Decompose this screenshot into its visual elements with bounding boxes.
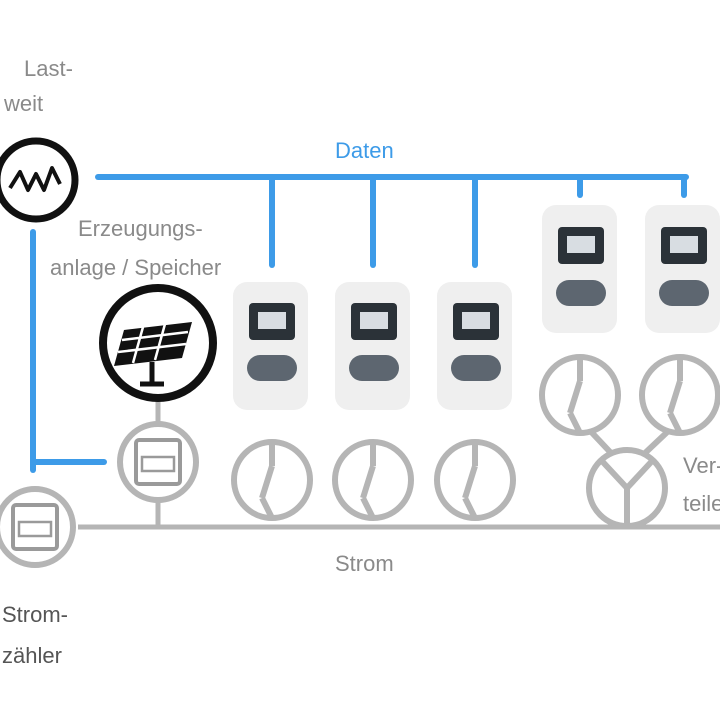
charging-plug-icon: [231, 439, 313, 521]
data-bus-label: Daten: [335, 138, 394, 163]
meter-label-line1: Strom-: [2, 602, 68, 627]
splitter-label-line2: teiler: [683, 491, 720, 516]
data-bus: [30, 174, 689, 473]
splitter-label-line1: Ver-: [683, 453, 720, 478]
generation-label-line1: Erzeugungs-: [78, 216, 203, 241]
grid-label-line2: weit: [3, 91, 43, 116]
solar-panel-icon: [99, 284, 217, 402]
charging-plug-icon: [539, 354, 621, 436]
wallbox-charger-icon: [233, 282, 308, 410]
wallbox-charger-icon: [437, 282, 512, 410]
wallbox-charger-icon: [542, 205, 617, 333]
generation-label-line2: anlage / Speicher: [50, 255, 221, 280]
wallbox-charger-icon: [335, 282, 410, 410]
wallbox-charger-icon: [645, 205, 720, 333]
grid-load-wave-icon: [0, 137, 79, 223]
charging-plug-icon: [332, 439, 414, 521]
charging-plug-icon: [434, 439, 516, 521]
grid-label-line1: Last-: [24, 56, 73, 81]
electricity-meter-icon: [117, 421, 199, 503]
meter-label-line2: zähler: [2, 643, 62, 668]
electricity-meter-icon: [0, 486, 76, 568]
power-splitter-icon: [586, 447, 668, 529]
power-bus-label: Strom: [335, 551, 394, 576]
charging-plug-icon: [639, 354, 720, 436]
